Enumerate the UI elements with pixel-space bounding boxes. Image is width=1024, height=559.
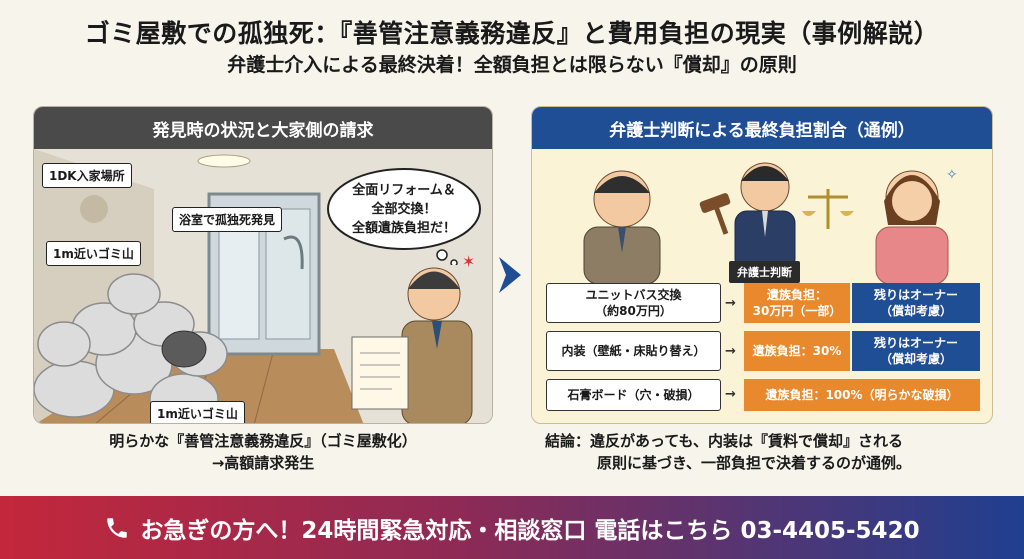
trash-pile-label-bottom: 1m近いゴミ山 bbox=[150, 401, 245, 423]
people-graphic: ✧ bbox=[583, 162, 958, 285]
situation-caption-line-2: →高額請求発生 bbox=[211, 454, 315, 472]
owner-burden-cell: 残りはオーナー （償却考慮） bbox=[852, 283, 980, 323]
family-burden-cell: 遺族負担：30% bbox=[744, 331, 850, 371]
situation-caption-line-1: 明らかな『善管注意義務違反』（ゴミ屋敷化） bbox=[109, 432, 417, 450]
conclusion-line-2: 原則に基づき、一部負担で決着するのが通例。 bbox=[597, 454, 911, 472]
page-title: ゴミ屋敷での孤独死：『善管注意義務違反』と費用負担の現実（事例解説） bbox=[84, 19, 940, 48]
svg-text:✶: ✶ bbox=[462, 252, 475, 271]
svg-text:✧: ✧ bbox=[946, 167, 958, 183]
family-burden-cell: 遺族負担：100%（明らかな破損） bbox=[744, 379, 980, 411]
row-item-unit-bath: ユニットバス交換 （約80万円） bbox=[546, 283, 721, 323]
situation-panel-heading: 発見時の状況と大家側の請求 bbox=[34, 107, 492, 149]
page-subtitle: 弁護士介入による最終決着！全額負担とは限らない『償却』の原則 bbox=[227, 54, 797, 76]
family-burden-cell: 遺族負担： 30万円（一部） bbox=[744, 283, 850, 323]
row-item-interior: 内装（壁紙・床貼り替え） bbox=[546, 331, 721, 371]
trash-pile-label-top: 1m近いゴミ山 bbox=[46, 241, 141, 266]
burden-row: 内装（壁紙・床貼り替え） → 遺族負担：30% 残りはオーナー （償却考慮） bbox=[546, 331, 980, 371]
owner-burden-cell: 残りはオーナー （償却考慮） bbox=[852, 331, 980, 371]
conclusion-text: 結論：違反があっても、内装は『賃料で償却』される 原則に基づき、一部負担で決着す… bbox=[545, 430, 995, 474]
footer-text: お急ぎの方へ！24時間緊急対応・相談窓口 電話はこちら 03-4405-5420 bbox=[140, 517, 920, 544]
bubble-line-1: 全面リフォーム＆ bbox=[352, 183, 456, 198]
arrow-right-icon bbox=[499, 257, 521, 293]
lawyer-judgment-tag: 弁護士判断 bbox=[729, 261, 800, 283]
landlord-speech-bubble: 全面リフォーム＆ 全部交換！ 全額遺族負担だ！ bbox=[324, 165, 484, 265]
situation-caption: 明らかな『善管注意義務違反』（ゴミ屋敷化） →高額請求発生 bbox=[33, 430, 493, 474]
emergency-contact-banner[interactable]: お急ぎの方へ！24時間緊急対応・相談窓口 電話はこちら 03-4405-5420 bbox=[0, 496, 1024, 559]
phone-icon bbox=[104, 515, 130, 541]
bubble-line-2: 全部交換！ bbox=[371, 202, 437, 217]
burden-row: 石膏ボード（穴・破損） → 遺族負担：100%（明らかな破損） bbox=[546, 379, 980, 411]
burden-panel: 弁護士判断による最終負担割合（通例） ✧ bbox=[531, 106, 993, 424]
conclusion-line-1: 結論：違反があっても、内装は『賃料で償却』される bbox=[545, 432, 904, 450]
bathroom-label: 浴室で孤独死発見 bbox=[172, 207, 283, 232]
row-item-gypsum-board: 石膏ボード（穴・破損） bbox=[546, 379, 721, 411]
burden-row: ユニットバス交換 （約80万円） → 遺族負担： 30万円（一部） 残りはオーナ… bbox=[546, 283, 980, 323]
people-illustration: ✧ bbox=[532, 149, 992, 285]
entry-label: 1DK入家場所 bbox=[42, 163, 132, 188]
arrow-right-icon: → bbox=[725, 344, 736, 359]
bubble-line-3: 全額遺族負担だ！ bbox=[351, 221, 456, 236]
burden-panel-heading: 弁護士判断による最終負担割合（通例） bbox=[532, 107, 992, 149]
arrow-right-icon: → bbox=[725, 296, 736, 311]
speech-bubble-shape bbox=[327, 168, 481, 265]
arrow-right-icon: → bbox=[725, 387, 736, 402]
situation-panel: 発見時の状況と大家側の請求 bbox=[33, 106, 493, 424]
